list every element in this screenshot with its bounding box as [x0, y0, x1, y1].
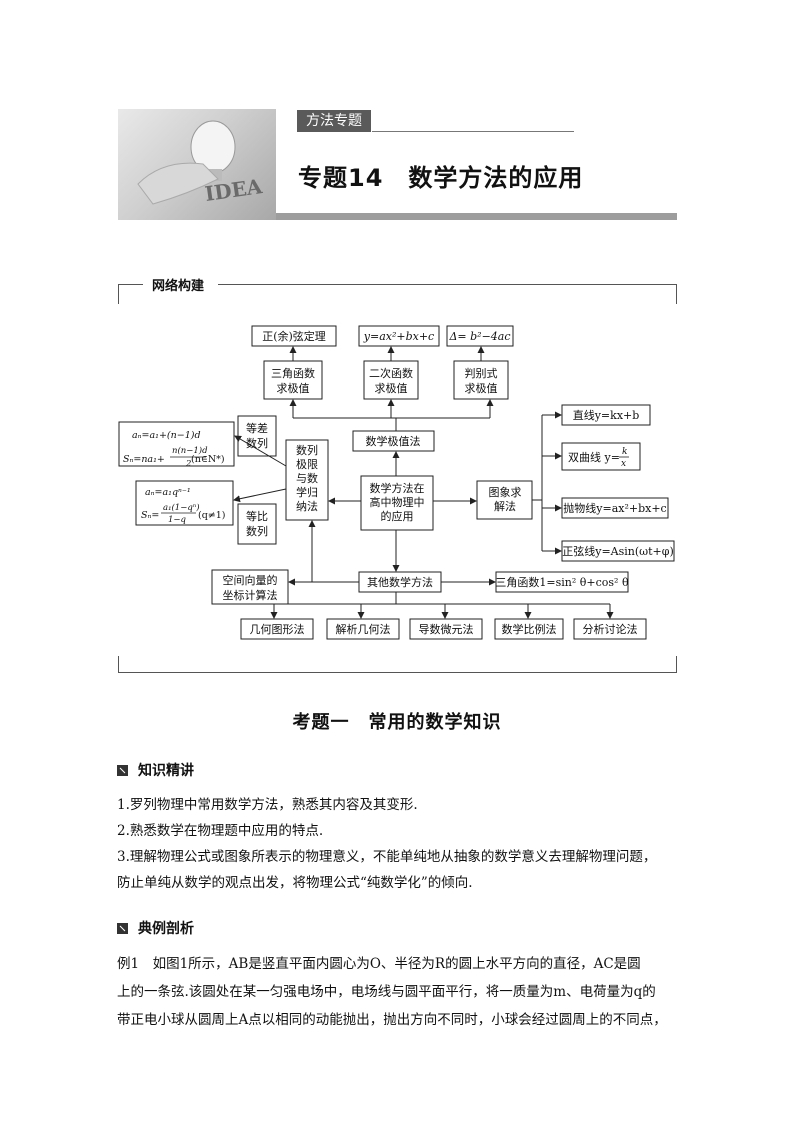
node-sine: 正弦线y=Asin(ωt+φ) [562, 544, 674, 558]
geo-formula: (q≠1) [198, 510, 226, 521]
example-text: 例1 如图1所示，AB是竖直平面内圆心为O、半径为R的圆上水平方向的直径，AC是… [117, 950, 677, 1034]
node-sine-law: 正(余)弦定理 [262, 329, 326, 343]
node-space: 坐标计算法 [223, 588, 278, 602]
example-heading-label: 典例剖析 [138, 918, 194, 938]
node-calculus: 导数微元法 [419, 622, 474, 636]
node-other: 其他数学方法 [367, 575, 433, 589]
node-quad-fn: y=ax²+bx+c [363, 330, 434, 343]
list-item: 2.熟悉数学在物理题中应用的特点. [117, 818, 677, 844]
node-discriminant: Δ= b²−4ac [448, 330, 510, 343]
node-geo: 数列 [246, 524, 268, 538]
node-space: 空间向量的 [223, 573, 278, 587]
node-disc-max: 判别式 [465, 367, 498, 380]
node-center: 数学方法在 [370, 481, 425, 495]
node-hyperbola: k [622, 447, 627, 457]
square-bullet-icon [117, 923, 128, 934]
node-analytic: 解析几何法 [336, 622, 391, 636]
list-item: 1.罗列物理中常用数学方法，熟悉其内容及其变形. [117, 792, 677, 818]
node-sequence: 学归 [296, 485, 318, 499]
node-sequence: 数列 [296, 443, 318, 457]
geo-formula: Sₙ= [141, 510, 159, 521]
node-center: 的应用 [381, 509, 414, 523]
geo-formula: aₙ=a₁qⁿ⁻¹ [145, 487, 191, 498]
example-line: 带正电小球从圆周上A点以相同的动能抛出，抛出方向不同时，小球会经过圆周上的不同点… [117, 1006, 677, 1034]
knowledge-list: 1.罗列物理中常用数学方法，熟悉其内容及其变形. 2.熟悉数学在物理题中应用的特… [117, 792, 677, 896]
node-math-extreme: 数学极值法 [366, 434, 421, 448]
node-line: 直线y=kx+b [573, 408, 640, 422]
node-quad-max: 求极值 [375, 381, 408, 395]
node-parabola: 抛物线y=ax²+bx+c [563, 501, 666, 515]
node-center: 高中物理中 [370, 495, 425, 509]
node-sequence: 极限 [296, 457, 318, 471]
knowledge-heading-label: 知识精讲 [138, 760, 194, 780]
node-graph: 图象求 [489, 486, 522, 499]
node-hyperbola: 双曲线 y= [568, 450, 620, 464]
knowledge-heading: 知识精讲 [117, 760, 194, 780]
example-heading: 典例剖析 [117, 918, 194, 938]
concept-map: 正(余)弦定理 y=ax²+bx+c Δ= b²−4ac 三角函数 求极值 二次… [0, 0, 794, 700]
node-sequence: 与数 [296, 472, 318, 485]
geo-formula: a₁(1−qⁿ) [163, 502, 200, 513]
example-line: 上的一条弦.该圆处在某一匀强电场中，电场线与圆平面平行，将一质量为m、电荷量为q… [117, 978, 677, 1006]
node-sequence: 纳法 [296, 499, 318, 513]
list-item: 3.理解物理公式或图象所表示的物理意义，不能单纯地从抽象的数学意义去理解物理问题… [117, 844, 677, 870]
node-trig-max: 三角函数 [271, 367, 315, 380]
node-arith: 数列 [246, 436, 268, 450]
arith-formula: Sₙ=na₁+ [123, 454, 165, 465]
section-title: 考题一 常用的数学知识 [0, 708, 794, 734]
node-case: 分析讨论法 [583, 622, 638, 636]
node-ratio: 数学比例法 [502, 622, 557, 636]
node-geom: 几何图形法 [250, 622, 305, 636]
node-arith: 等差 [246, 421, 268, 435]
node-quad-max: 二次函数 [369, 366, 413, 380]
node-graph: 解法 [494, 499, 516, 513]
example-line: 例1 如图1所示，AB是竖直平面内圆心为O、半径为R的圆上水平方向的直径，AC是… [117, 950, 677, 978]
arith-formula: aₙ=a₁+(n−1)d [132, 430, 201, 441]
square-bullet-icon [117, 765, 128, 776]
node-hyperbola: x [621, 459, 626, 469]
node-disc-max: 求极值 [465, 381, 498, 395]
node-trig-id: 三角函数1=sin² θ+cos² θ [495, 576, 629, 589]
arith-formula: (n∈N*) [191, 454, 225, 465]
list-item: 防止单纯从数学的观点出发，将物理公式“纯数学化”的倾向. [117, 870, 677, 896]
node-geo: 等比 [246, 509, 268, 523]
geo-formula: 1−q [168, 515, 187, 525]
node-trig-max: 求极值 [277, 381, 310, 395]
